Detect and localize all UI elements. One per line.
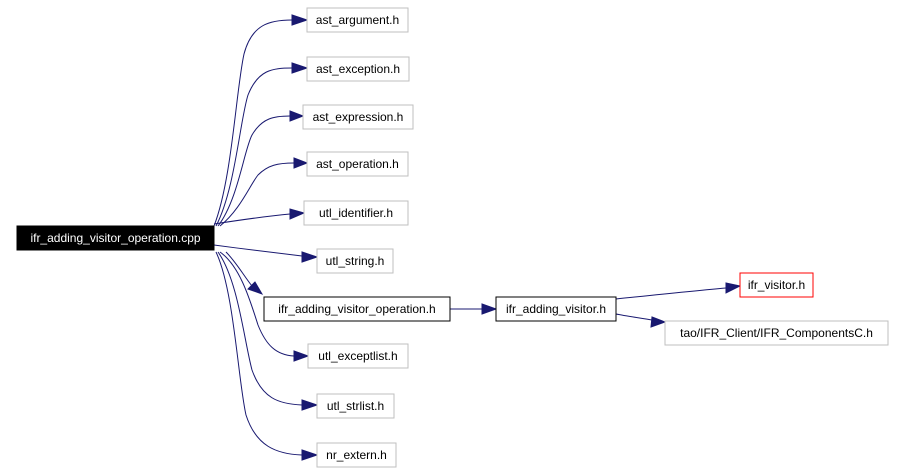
edge-source-to-utl-strlist — [217, 251, 319, 411]
node-ast-expression-h[interactable]: ast_expression.h — [302, 104, 414, 130]
edge-source-to-utl-string — [213, 244, 319, 263]
node-label: utl_exceptlist.h — [318, 349, 397, 363]
node-label: ifr_adding_visitor_operation.cpp — [30, 231, 200, 245]
node-ifr-components-c-h[interactable]: tao/IFR_Client/IFR_ComponentsC.h — [664, 320, 889, 346]
node-ast-exception-h[interactable]: ast_exception.h — [306, 56, 410, 82]
node-ast-argument-h[interactable]: ast_argument.h — [306, 7, 409, 33]
node-ifr-adding-visitor-operation-h[interactable]: ifr_adding_visitor_operation.h — [263, 296, 451, 322]
node-label: ifr_adding_visitor.h — [506, 302, 606, 316]
node-label: utl_string.h — [326, 254, 385, 268]
node-label: nr_extern.h — [326, 448, 387, 462]
node-label: utl_strlist.h — [327, 399, 384, 413]
edge-ifr-adding-visitor-operation-h-to-ifr-adding-visitor-h — [450, 303, 498, 315]
edges — [213, 14, 742, 461]
edge-ifr-adding-visitor-h-to-ifr-components-h — [615, 313, 667, 328]
node-label: ast_exception.h — [316, 62, 400, 76]
node-label: ifr_visitor.h — [748, 278, 805, 292]
node-utl-exceptlist-h[interactable]: utl_exceptlist.h — [307, 343, 409, 369]
edge-source-to-utl-identifier — [213, 208, 306, 225]
node-ifr-adding-visitor-operation-cpp[interactable]: ifr_adding_visitor_operation.cpp — [16, 225, 215, 251]
edge-source-to-ast-exception — [215, 62, 309, 227]
node-ast-operation-h[interactable]: ast_operation.h — [306, 151, 409, 177]
edge-source-to-ast-operation — [219, 157, 309, 227]
node-label: utl_identifier.h — [319, 206, 393, 220]
node-nr-extern-h[interactable]: nr_extern.h — [316, 442, 397, 468]
edge-source-to-ast-argument — [213, 14, 309, 227]
edge-source-to-ast-expression — [217, 110, 305, 227]
edge-source-to-ifr-adding-visitor-operation-h — [225, 251, 264, 295]
edge-ifr-adding-visitor-h-to-ifr-visitor-h — [615, 282, 742, 300]
node-utl-string-h[interactable]: utl_string.h — [316, 248, 394, 274]
edge-source-to-nr-extern — [215, 251, 319, 461]
node-ifr-visitor-h[interactable]: ifr_visitor.h — [739, 272, 814, 298]
nodes: ifr_adding_visitor_operation.cpp ast_arg… — [16, 7, 889, 468]
node-label: ast_argument.h — [316, 13, 399, 27]
edge-source-to-utl-exceptlist — [219, 251, 310, 362]
node-label: tao/IFR_Client/IFR_ComponentsC.h — [680, 326, 873, 340]
node-label: ast_expression.h — [313, 110, 404, 124]
node-utl-strlist-h[interactable]: utl_strlist.h — [316, 393, 395, 419]
node-ifr-adding-visitor-h[interactable]: ifr_adding_visitor.h — [495, 296, 617, 322]
node-label: ifr_adding_visitor_operation.h — [278, 302, 435, 316]
node-label: ast_operation.h — [316, 157, 399, 171]
node-utl-identifier-h[interactable]: utl_identifier.h — [303, 200, 409, 226]
